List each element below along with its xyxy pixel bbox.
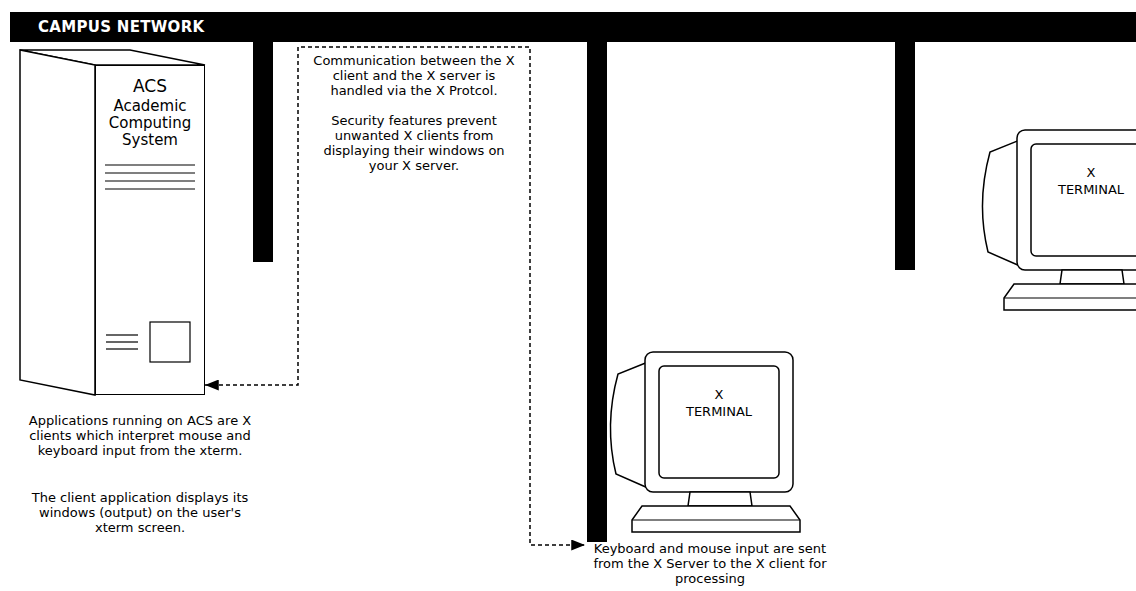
server-panel bbox=[150, 322, 190, 362]
server-illustration bbox=[20, 50, 205, 395]
x-terminal: X TERMINAL bbox=[585, 350, 795, 550]
node-subtitle: Academic Computing System bbox=[109, 98, 191, 149]
server-box: ACSAcademic Computing System bbox=[95, 65, 205, 395]
dashed-connector bbox=[205, 47, 585, 545]
monitor-illustration bbox=[610, 352, 800, 532]
server-front bbox=[95, 65, 205, 395]
node-title: X TERMINAL bbox=[1058, 164, 1124, 198]
text-wrap: X TERMINAL bbox=[674, 386, 764, 420]
node-title: X TERMINAL bbox=[686, 386, 752, 420]
network-drop bbox=[587, 40, 607, 542]
x-terminal: X TERMINAL bbox=[957, 128, 1136, 328]
note: Keyboard and mouse input are sent from t… bbox=[590, 541, 830, 586]
note: Applications running on ACS are X client… bbox=[27, 413, 253, 458]
network-bar: CAMPUS NETWORK bbox=[10, 12, 1136, 42]
network-drop bbox=[253, 40, 273, 262]
node-title: CAMPUS NETWORK bbox=[38, 12, 1136, 42]
note: Security features prevent unwanted X cli… bbox=[307, 113, 521, 173]
network-drop bbox=[895, 40, 915, 270]
server-slots bbox=[105, 165, 195, 349]
text-wrap: ACSAcademic Computing System bbox=[96, 76, 204, 149]
text-wrap: CAMPUS NETWORK bbox=[38, 12, 1136, 42]
text-wrap: X TERMINAL bbox=[1046, 164, 1136, 198]
node-title: ACS bbox=[96, 76, 204, 96]
server-side bbox=[20, 50, 95, 395]
note: Communication between the X client and t… bbox=[307, 53, 521, 98]
monitor-illustration bbox=[982, 130, 1136, 310]
note: The client application displays its wind… bbox=[27, 490, 253, 535]
